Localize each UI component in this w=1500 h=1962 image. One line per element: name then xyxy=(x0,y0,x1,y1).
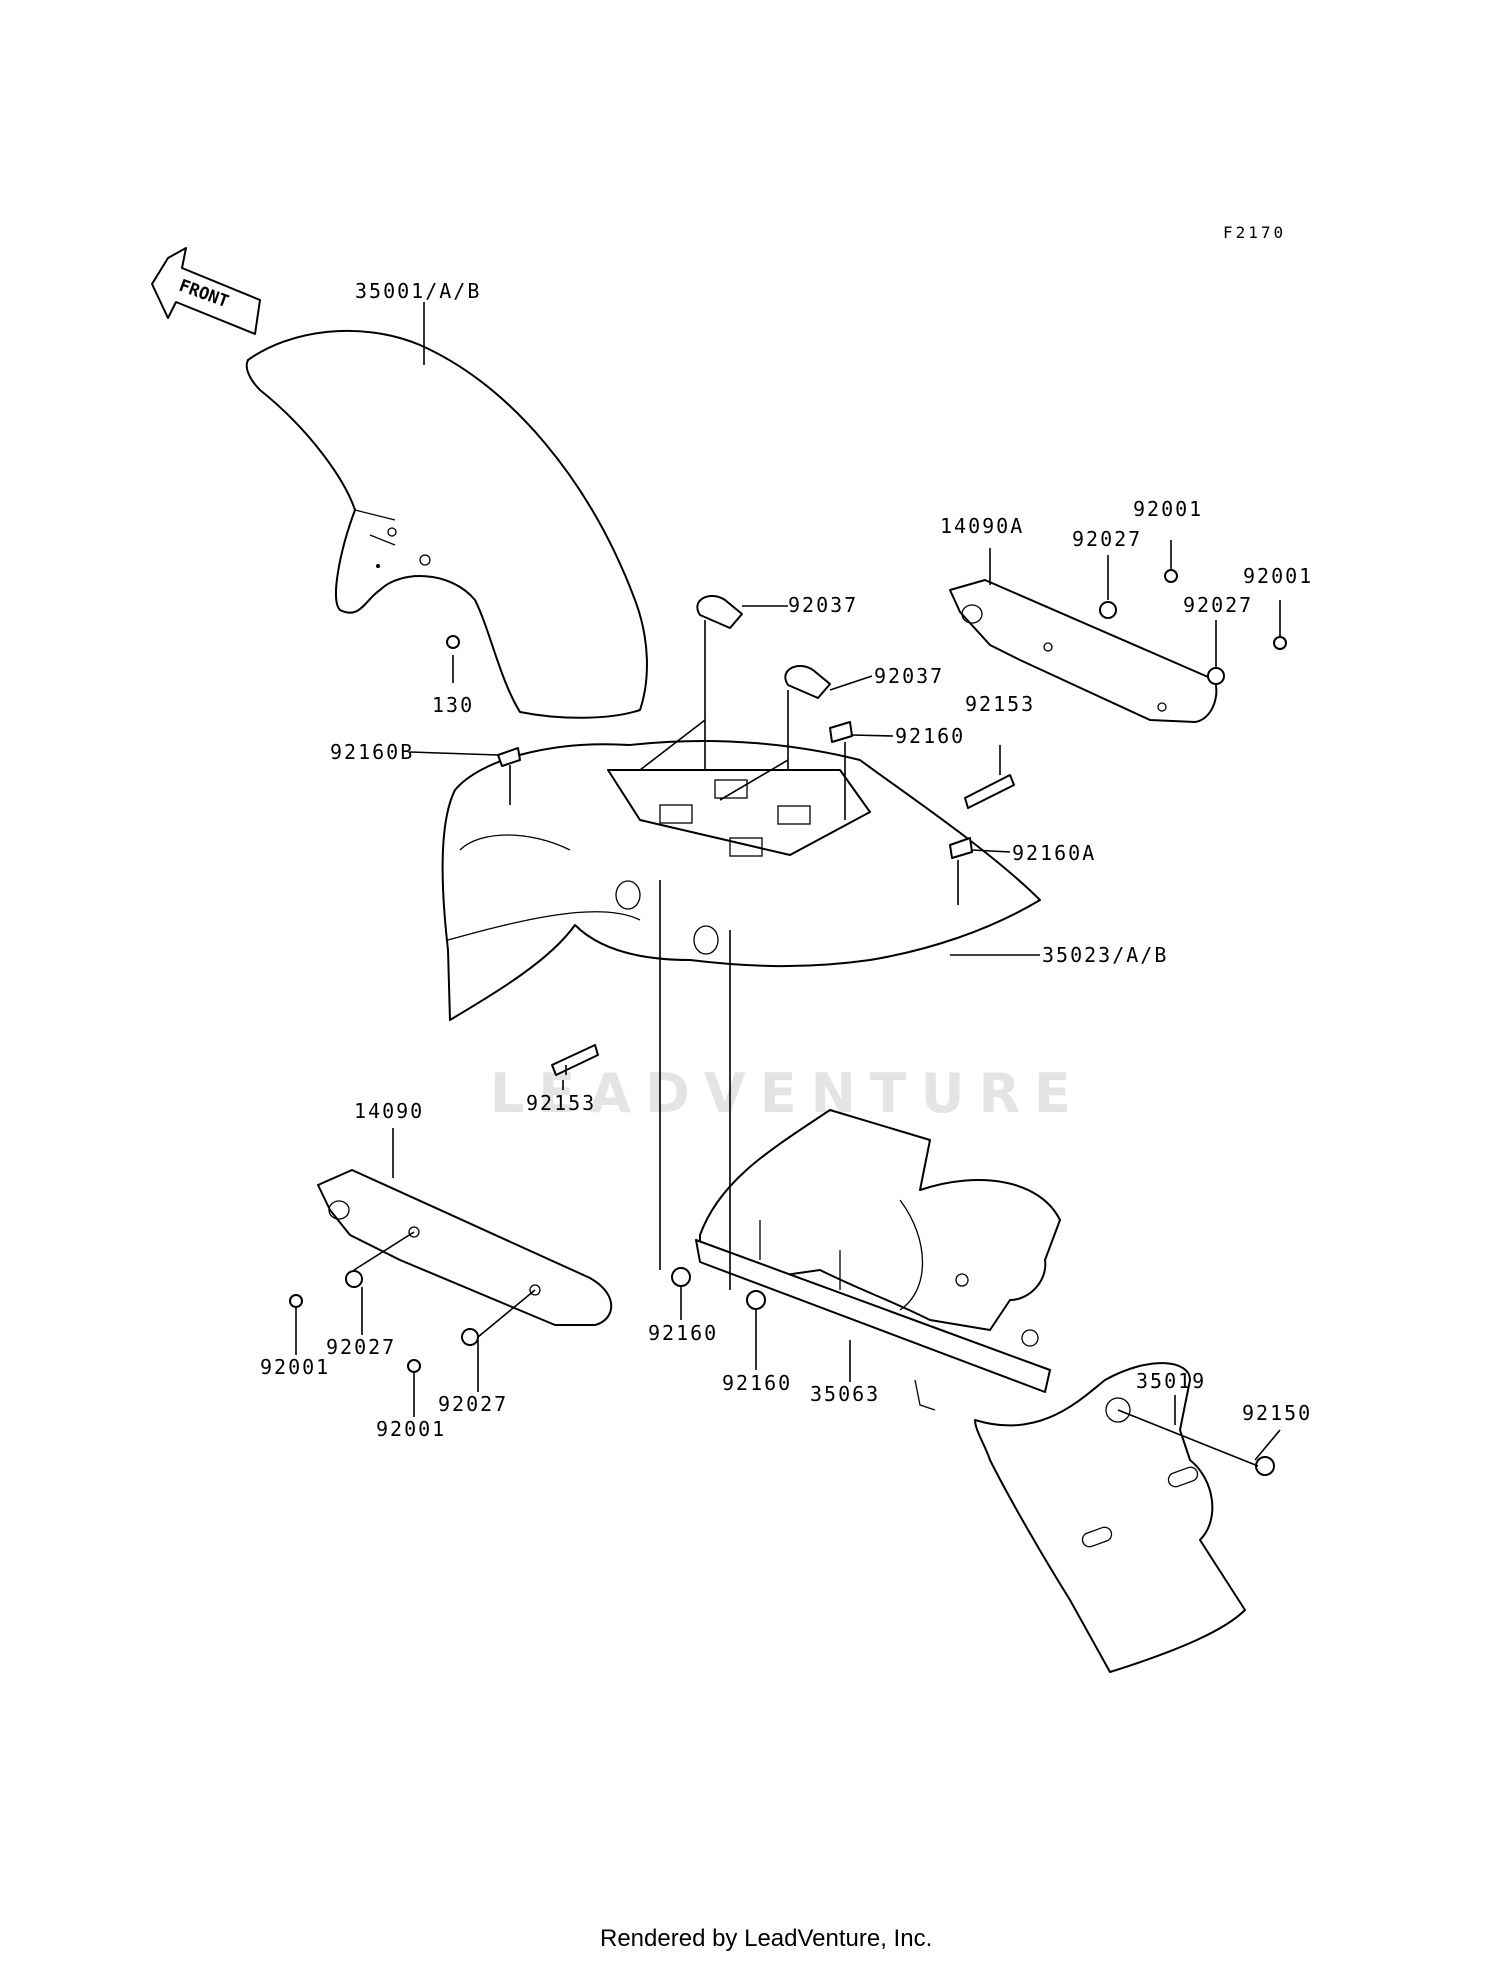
callout-35001: 35001/A/B xyxy=(355,279,481,303)
clamp-92037-a xyxy=(696,595,743,629)
bolt-92150 xyxy=(1255,1456,1275,1476)
cover-14090 xyxy=(317,1169,613,1326)
callout-92153-top: 92153 xyxy=(965,692,1035,716)
bolt-92153-bot xyxy=(551,1044,599,1076)
callout-92027-d: 92027 xyxy=(438,1392,508,1416)
screw-92001-c xyxy=(289,1294,303,1308)
callout-92001-b: 92001 xyxy=(1243,564,1313,588)
callout-92027-b: 92027 xyxy=(1183,593,1253,617)
callout-92001-c: 92001 xyxy=(260,1355,330,1379)
screw-92001-b xyxy=(1273,636,1287,650)
front-fender xyxy=(245,329,648,719)
grommet-92160-d xyxy=(746,1290,766,1310)
clamp-92037-b xyxy=(784,665,831,699)
footer-credit: Rendered by LeadVenture, Inc. xyxy=(600,1925,932,1952)
bracket-35019 xyxy=(974,1362,1246,1673)
callout-14090A: 14090A xyxy=(940,514,1024,538)
watermark-text: LEADVENTURE xyxy=(490,1062,1085,1125)
callout-92037-a: 92037 xyxy=(788,593,858,617)
callout-92001-d: 92001 xyxy=(376,1417,446,1441)
grommet-92160A xyxy=(949,837,973,859)
grommet-92160-c xyxy=(671,1267,691,1287)
washer-92027-b xyxy=(1207,667,1225,685)
bolt-92153-top xyxy=(964,774,1015,809)
callout-35063: 35063 xyxy=(810,1382,880,1406)
callout-92160-c: 92160 xyxy=(648,1321,718,1345)
washer-92027-d xyxy=(461,1328,479,1346)
callout-92027-a: 92027 xyxy=(1072,527,1142,551)
callout-92001-a: 92001 xyxy=(1133,497,1203,521)
callout-92160A: 92160A xyxy=(1012,841,1096,865)
washer-92027-a xyxy=(1099,601,1117,619)
callout-92160-top: 92160 xyxy=(895,724,965,748)
callout-35019: 35019 xyxy=(1136,1369,1206,1393)
bracket-35063 xyxy=(695,1109,1061,1411)
callout-92037-b: 92037 xyxy=(874,664,944,688)
rear-fender xyxy=(441,740,1041,1021)
bolt-130 xyxy=(446,635,460,649)
washer-92027-c xyxy=(345,1270,363,1288)
callout-130: 130 xyxy=(432,693,474,717)
front-arrow-icon: FRONT xyxy=(151,247,261,335)
screw-92001-d xyxy=(407,1359,421,1373)
callout-14090: 14090 xyxy=(354,1099,424,1123)
callout-92153-bot: 92153 xyxy=(526,1091,596,1115)
screw-92001-a xyxy=(1164,569,1178,583)
callout-92160B: 92160B xyxy=(330,740,414,764)
callout-92160-d: 92160 xyxy=(722,1371,792,1395)
callout-92150: 92150 xyxy=(1242,1401,1312,1425)
callouts: 35001/A/B 130 92160B 92037 92037 92160 9… xyxy=(260,279,1313,1441)
callout-35023: 35023/A/B xyxy=(1042,943,1168,967)
grommet-92160B xyxy=(497,747,521,767)
grommet-92160-top xyxy=(829,721,853,743)
diagram-code: F2170 xyxy=(1223,223,1286,242)
leader-lines xyxy=(295,302,1281,1467)
callout-92027-c: 92027 xyxy=(326,1335,396,1359)
